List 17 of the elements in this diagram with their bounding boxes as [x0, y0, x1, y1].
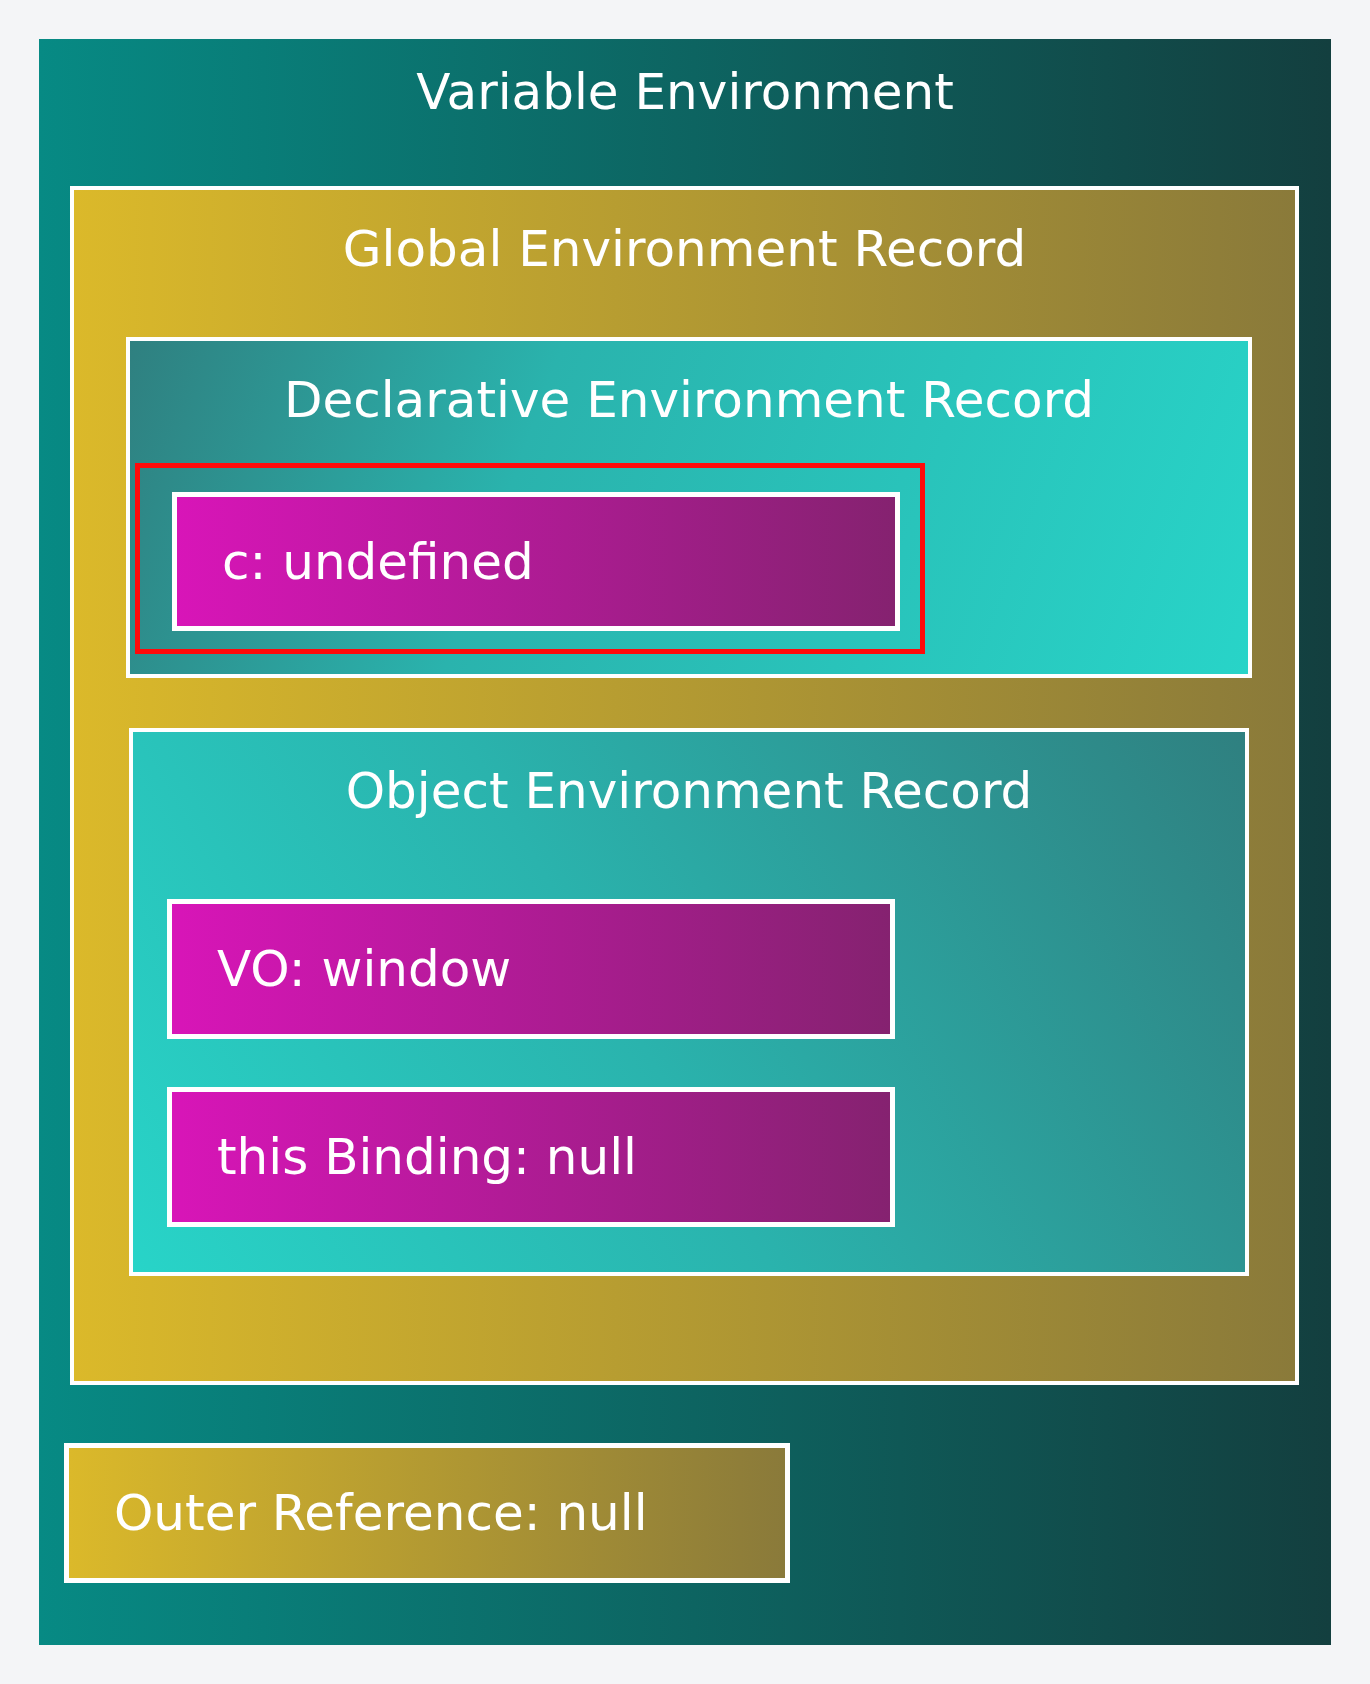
highlight-frame — [135, 463, 925, 654]
panel-title: Variable Environment — [416, 63, 954, 121]
binding-label: Outer Reference: null — [114, 1484, 648, 1542]
panel-title: Global Environment Record — [342, 220, 1027, 278]
record-panel — [129, 728, 1249, 1276]
binding-box — [172, 492, 900, 631]
environment-panel — [39, 39, 1331, 1645]
binding-box — [167, 899, 895, 1039]
binding-box — [167, 1087, 895, 1227]
panel-title: Object Environment Record — [345, 762, 1033, 820]
reference-box — [64, 1443, 790, 1583]
binding-label: VO: window — [217, 940, 512, 998]
binding-label: this Binding: null — [217, 1128, 637, 1186]
record-panel — [126, 337, 1252, 678]
panel-title: Declarative Environment Record — [283, 371, 1095, 429]
binding-label: c: undefined — [222, 532, 534, 591]
record-panel — [70, 186, 1299, 1385]
